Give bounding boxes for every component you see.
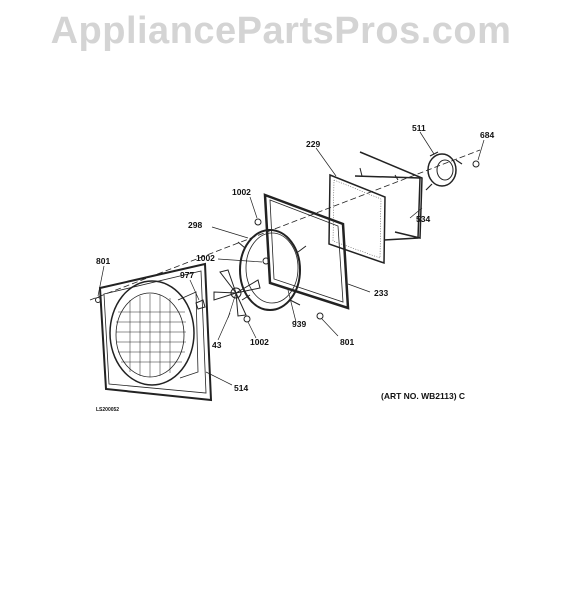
callout-1002-bottom: 1002	[250, 337, 269, 347]
callout-801-right: 801	[340, 337, 354, 347]
gasket-233	[263, 193, 350, 310]
screw-684	[472, 160, 480, 168]
callout-514: 514	[234, 383, 248, 393]
callout-229: 229	[306, 139, 320, 149]
drawing-id: LS200052	[96, 407, 119, 413]
screw-801-left	[95, 297, 101, 303]
front-panel-514	[98, 262, 213, 402]
callout-684: 684	[480, 130, 494, 140]
callout-534: 534	[416, 214, 430, 224]
callout-801-left: 801	[96, 256, 110, 266]
callout-233: 233	[374, 288, 388, 298]
fan-blade-43	[213, 269, 261, 319]
fan-shroud-298	[237, 229, 307, 311]
callout-43: 43	[212, 340, 222, 350]
back-panel-229	[328, 167, 421, 265]
assembly-axis-line	[89, 149, 481, 301]
callout-977: 977	[180, 270, 194, 280]
screw-801-right	[316, 312, 324, 320]
motor-511	[425, 151, 463, 191]
screw-1002-mid	[262, 257, 270, 265]
nut-977	[195, 299, 206, 310]
cover-plate-534	[359, 151, 423, 239]
callout-298: 298	[188, 220, 202, 230]
art-number: (ART NO. WB2113) C	[381, 391, 465, 401]
watermark: AppliancePartsPros.com	[50, 10, 512, 52]
callout-939: 939	[292, 319, 306, 329]
callout-511: 511	[412, 123, 426, 133]
leader-lines	[97, 131, 485, 386]
callout-1002-mid: 1002	[196, 253, 215, 263]
callout-1002-top: 1002	[232, 187, 251, 197]
screw-1002-top	[254, 218, 262, 226]
screw-1002-bottom	[243, 315, 251, 323]
